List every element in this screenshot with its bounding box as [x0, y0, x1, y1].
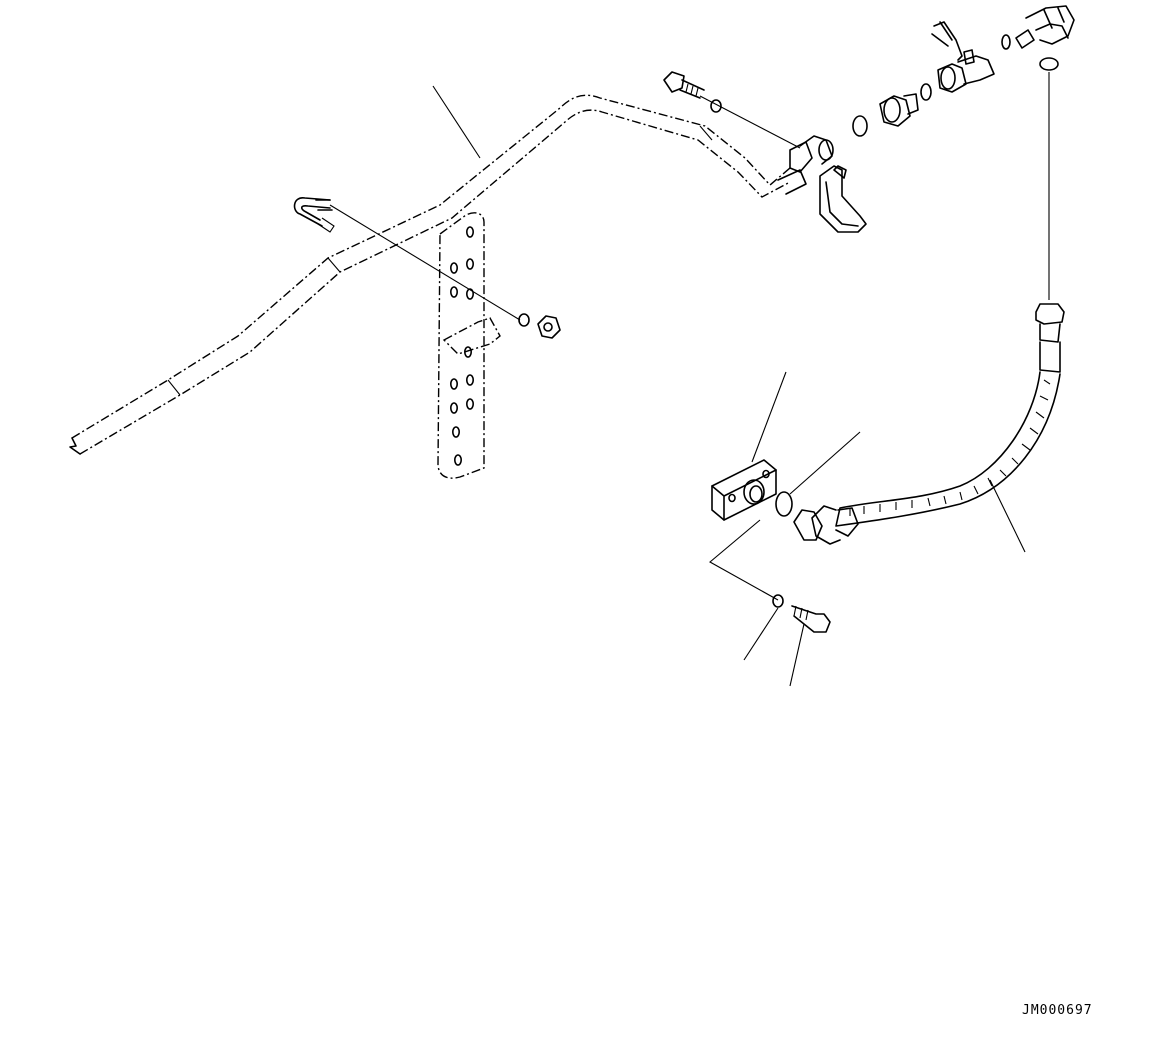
- leader-line-o-ring: [789, 431, 861, 495]
- leader-line-flange: [751, 371, 787, 463]
- bracket-plate: [437, 212, 501, 479]
- hose-assembly: [793, 303, 1065, 545]
- o-ring-1: [852, 115, 868, 137]
- long-pipe: [69, 94, 791, 455]
- o-ring-3: [1001, 34, 1011, 50]
- tee-fitting: [931, 21, 995, 93]
- bolt-lower: [791, 605, 831, 633]
- leader-line-pipe: [432, 85, 481, 159]
- o-ring-flange: [775, 491, 793, 517]
- bolt-axis-line-lower: [709, 519, 779, 601]
- leader-line-washer: [743, 607, 779, 661]
- figure-code: JM000697: [1022, 1003, 1093, 1018]
- clamp-bracket: [819, 165, 867, 233]
- flange-block: [711, 459, 777, 521]
- adapter-1: [879, 93, 919, 127]
- elbow-fitting: [777, 135, 834, 195]
- washer-top: [710, 99, 722, 113]
- washer-small: [518, 313, 530, 327]
- leader-line-bolt: [789, 623, 805, 687]
- u-bolt: [293, 197, 335, 233]
- washer-lower: [772, 594, 784, 608]
- u-bolt-axis-line: [329, 204, 521, 321]
- swivel-elbow: [1015, 5, 1075, 49]
- o-ring-4: [1039, 57, 1059, 71]
- bolt-top: [663, 71, 705, 99]
- bolt-axis-line: [699, 95, 801, 149]
- flange-nut: [537, 315, 561, 339]
- leader-line-hose: [989, 479, 1026, 553]
- o-ring-2: [920, 83, 932, 101]
